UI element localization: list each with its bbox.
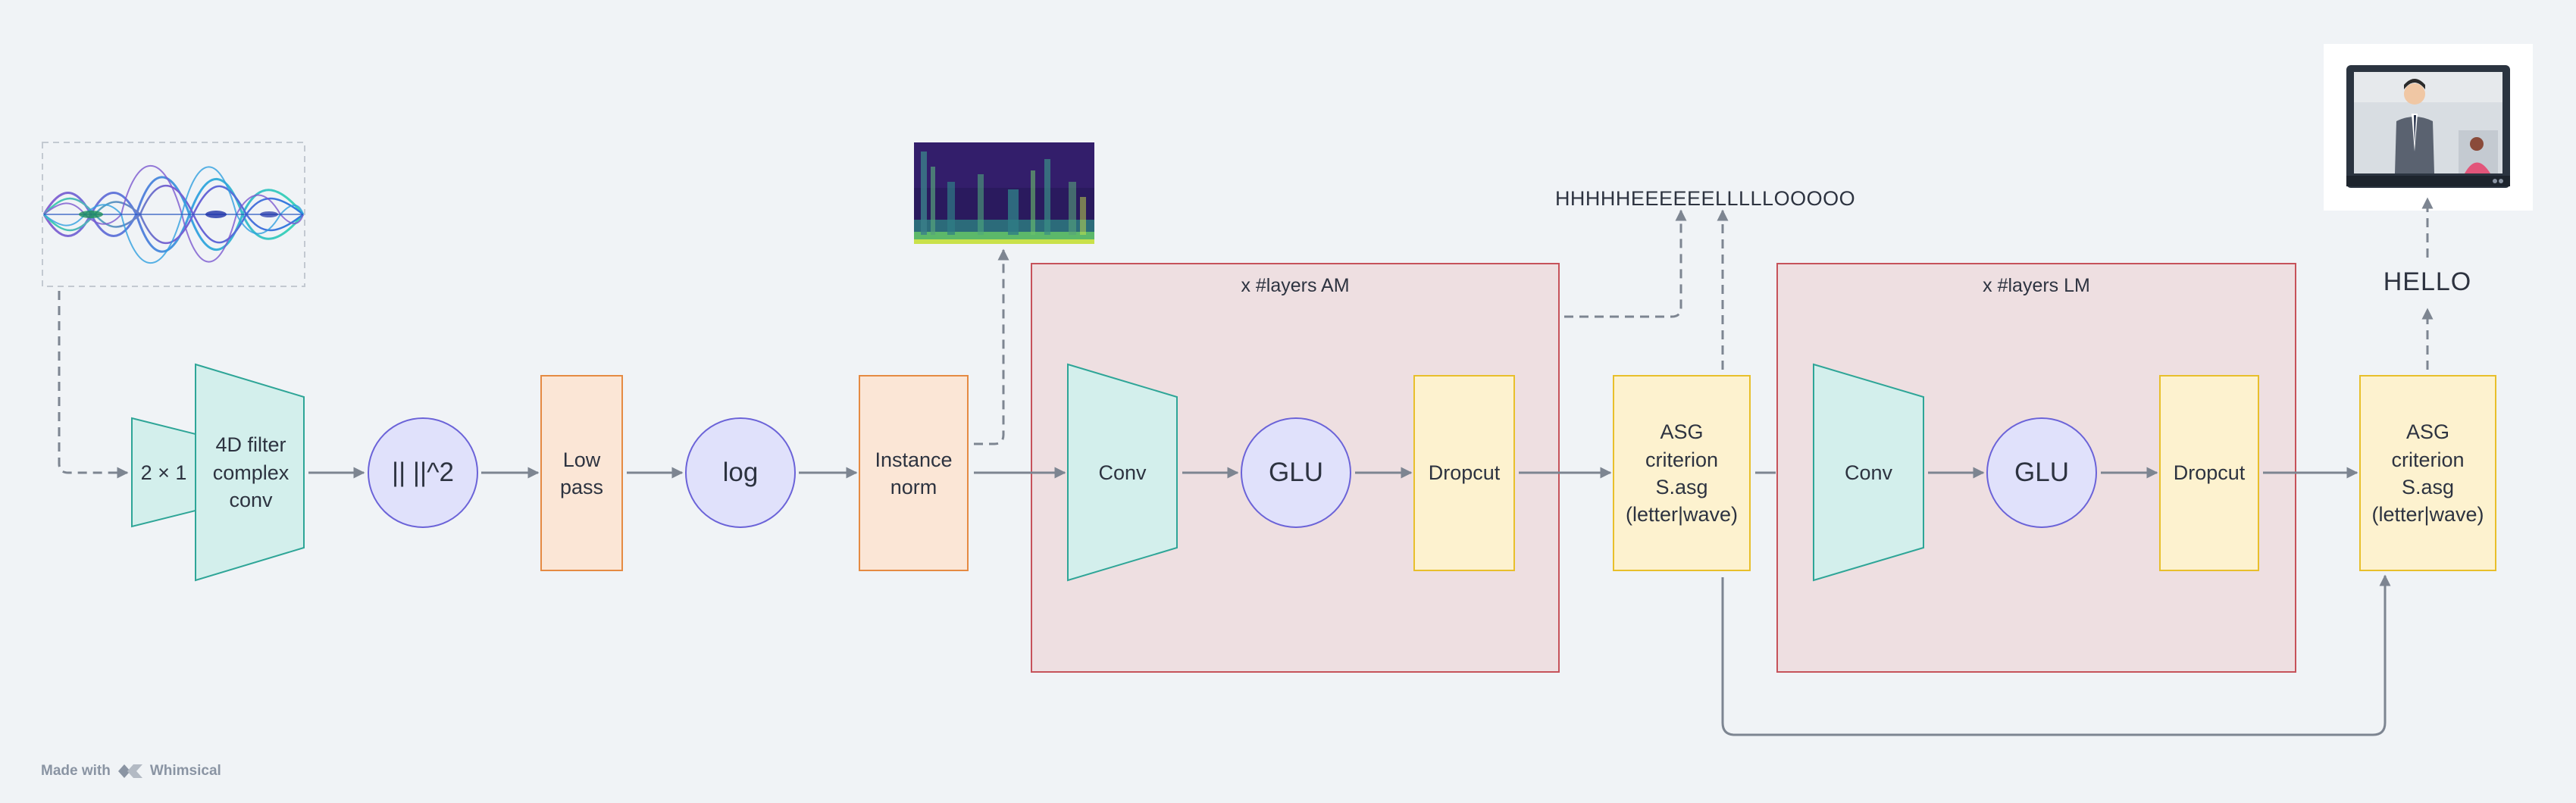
lm-dropcut-node bbox=[2159, 375, 2259, 571]
asg1-label-line-2: criterion bbox=[1645, 448, 1719, 471]
am-glu-label: GLU bbox=[1269, 458, 1323, 488]
asg2-node bbox=[2359, 375, 2496, 571]
asg2-label: ASG criterion S.asg (letter|wave) bbox=[2360, 417, 2496, 530]
lowpass-label-line-2: pass bbox=[559, 476, 604, 498]
filter-node bbox=[195, 363, 305, 582]
asg1-node bbox=[1613, 375, 1751, 571]
log-node bbox=[685, 417, 796, 528]
spectrogram-image bbox=[914, 142, 1094, 244]
norm-square-node bbox=[368, 417, 478, 528]
asg2-label-line-2: criterion bbox=[2391, 448, 2465, 471]
asg2-label-line-4: (letter|wave) bbox=[2371, 503, 2484, 526]
whimsical-watermark[interactable]: Made with Whimsical bbox=[41, 761, 221, 782]
edge-am-raw-letters bbox=[1564, 209, 1687, 318]
filter-label-line-3: conv bbox=[229, 489, 273, 512]
asg2-label-line-1: ASG bbox=[2405, 420, 2450, 444]
asg2-label-line-3: S.asg bbox=[2401, 476, 2455, 498]
lm-conv-node bbox=[1813, 363, 1924, 582]
lm-group-title: x #layers LM bbox=[1983, 275, 2090, 297]
edge-instnorm-spectrogram bbox=[974, 248, 1009, 445]
lm-glu-node bbox=[1986, 417, 2097, 528]
filter-label-line-2: complex bbox=[212, 461, 290, 484]
log-label: log bbox=[722, 458, 759, 488]
video-call-illustration bbox=[2324, 44, 2533, 211]
asg1-label-line-4: (letter|wave) bbox=[1625, 503, 1739, 526]
am-conv-node bbox=[1067, 363, 1178, 582]
instance-norm-node bbox=[859, 375, 969, 571]
asg1-label-line-3: S.asg bbox=[1655, 476, 1708, 498]
edge-waveform-split bbox=[58, 291, 129, 479]
instance-norm-label-line-1: Instance bbox=[875, 448, 953, 471]
asg1-label-line-1: ASG bbox=[1660, 420, 1704, 444]
instance-norm-label-line-2: norm bbox=[890, 476, 937, 498]
watermark-brand: Whimsical bbox=[149, 763, 221, 779]
instance-norm-label: Instance norm bbox=[859, 444, 968, 503]
am-dropcut-label: Dropcut bbox=[1428, 461, 1501, 484]
lowpass-label-line-1: Low bbox=[562, 448, 601, 471]
am-conv-label: Conv bbox=[1098, 461, 1147, 484]
split-label: 2 × 1 bbox=[140, 461, 187, 484]
watermark-prefix: Made with bbox=[41, 763, 111, 779]
waveform-illustration bbox=[42, 142, 305, 287]
lm-glu-label: GLU bbox=[2014, 458, 2069, 488]
whimsical-logo-icon bbox=[117, 764, 142, 778]
norm-square-label: || ||^2 bbox=[392, 458, 454, 488]
filter-label: 4D filter complex conv bbox=[199, 430, 303, 516]
lm-conv-label: Conv bbox=[1844, 461, 1893, 484]
am-dropcut-node bbox=[1413, 375, 1515, 571]
am-group-title: x #layers AM bbox=[1241, 275, 1350, 297]
lowpass-node bbox=[540, 375, 623, 571]
am-glu-node bbox=[1241, 417, 1351, 528]
raw-letters-output: HHHHHEEEEEELLLLLOOOOO bbox=[1554, 186, 1856, 210]
filter-label-line-1: 4D filter bbox=[215, 433, 286, 457]
hello-output: HELLO bbox=[2383, 267, 2472, 297]
asg1-label: ASG criterion S.asg (letter|wave) bbox=[1614, 417, 1750, 530]
lowpass-label: Low pass bbox=[541, 444, 622, 503]
edge-asg1-asg2-bypass bbox=[1721, 574, 2391, 736]
lm-dropcut-label: Dropcut bbox=[2173, 461, 2246, 484]
